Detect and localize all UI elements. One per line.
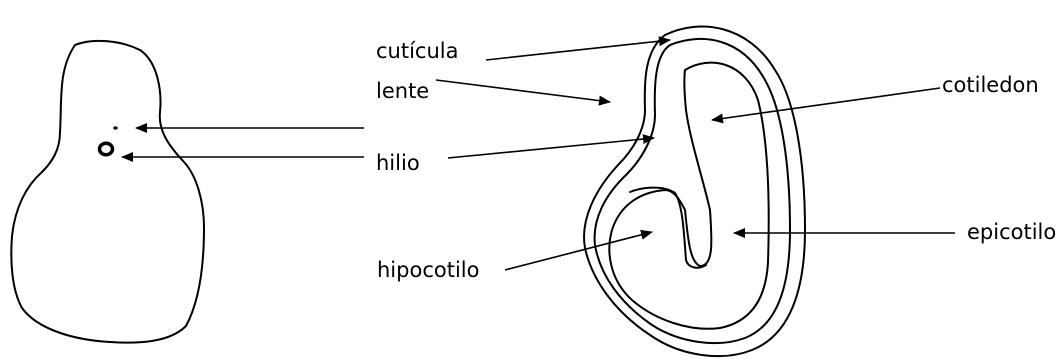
seed-outline xyxy=(11,41,204,343)
label-cotiledon: cotiledon xyxy=(942,73,1039,97)
callout-arrows xyxy=(122,40,955,270)
diagram-labels: cutícula lente hilio cotiledon epicotilo… xyxy=(376,39,1056,282)
seed-section-view xyxy=(584,27,805,357)
lente-mark xyxy=(113,126,117,129)
label-hilio: hilio xyxy=(376,151,420,175)
seed-coat-outer xyxy=(584,27,805,357)
label-epicotilo: epicotilo xyxy=(967,220,1056,244)
arrow-hilio-section xyxy=(448,138,654,158)
hypocotyl-outline xyxy=(630,188,706,268)
hilio-mark xyxy=(100,143,113,155)
arrow-cuticula xyxy=(486,40,670,60)
arrow-cotiledon xyxy=(712,88,940,120)
arrow-lente-section xyxy=(436,80,610,102)
label-cuticula: cutícula xyxy=(376,39,458,63)
cotyledon-outline xyxy=(609,63,768,329)
label-hipocotilo: hipocotilo xyxy=(377,258,479,282)
label-lente: lente xyxy=(376,79,429,103)
arrow-hipocotilo xyxy=(505,232,652,270)
seed-external-view xyxy=(11,41,204,343)
